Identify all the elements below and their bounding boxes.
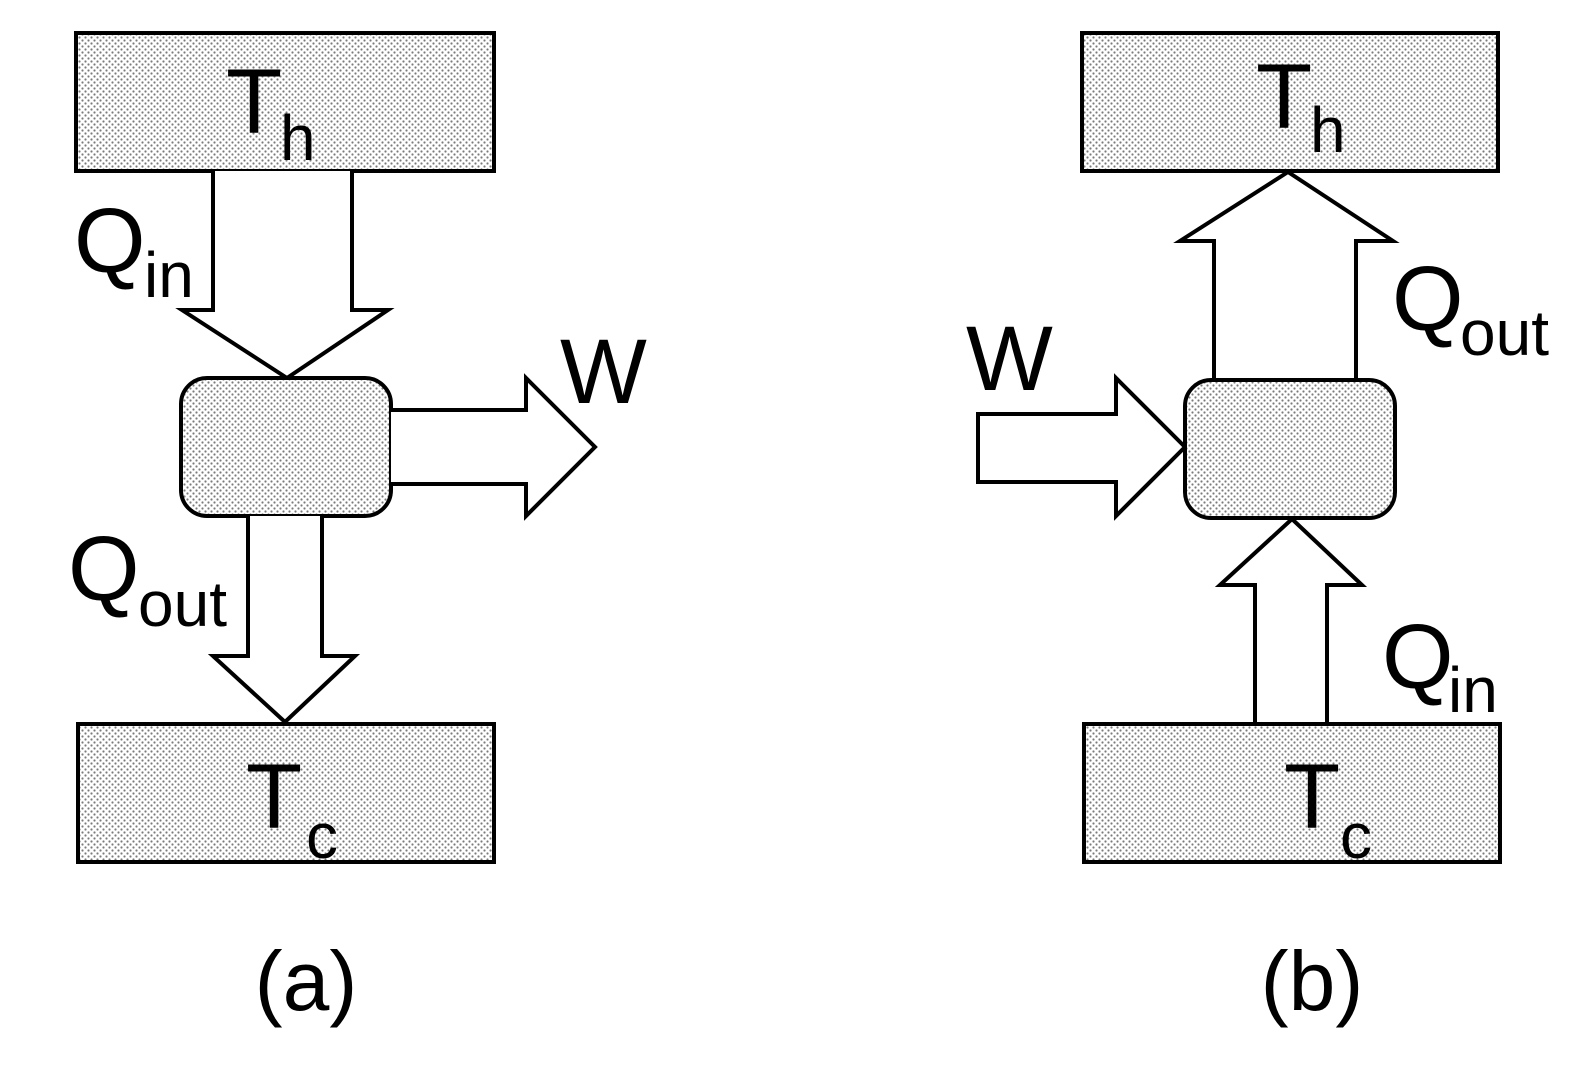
hot-reservoir-a-subscript: h [280, 102, 316, 174]
work-arrow-a [391, 373, 598, 521]
caption-b: (b) [1261, 934, 1364, 1028]
heat-in-b-subscript: in [1448, 654, 1498, 726]
heat-out-a-subscript: out [138, 568, 227, 640]
cold-reservoir-a-symbol: T [246, 746, 302, 848]
cold-reservoir-b-symbol: T [1284, 746, 1340, 848]
work-a-symbol: W [560, 321, 647, 423]
work-arrow-b [976, 373, 1188, 521]
heat-out-arrow-b [1173, 169, 1400, 380]
heat-in-a-subscript: in [144, 239, 194, 311]
hot-reservoir-a [74, 31, 496, 173]
heat-in-a-symbol: Q [74, 190, 146, 292]
heat-out-b-symbol: Q [1392, 248, 1464, 350]
cold-reservoir-b [1082, 722, 1502, 864]
heat-in-b-symbol: Q [1382, 606, 1454, 708]
engine-a [179, 376, 393, 518]
caption-a: (a) [255, 934, 358, 1028]
heat-out-arrow-a [207, 516, 361, 725]
heat-out-a-symbol: Q [68, 518, 140, 620]
diagram-b: T h Q out W Q in T c (b) [966, 31, 1549, 1028]
hot-reservoir-b [1080, 31, 1500, 173]
cold-reservoir-b-subscript: c [1340, 800, 1372, 872]
engine-b [1183, 378, 1397, 520]
heat-in-arrow-b [1214, 516, 1368, 724]
hot-reservoir-b-subscript: h [1310, 94, 1346, 166]
diagram-a: T h Q in W Q out T c (a) [68, 31, 647, 1028]
cold-reservoir-a [76, 722, 496, 864]
hot-reservoir-b-symbol: T [1256, 46, 1312, 148]
hot-reservoir-a-symbol: T [226, 51, 282, 153]
cold-reservoir-a-subscript: c [306, 800, 338, 872]
heat-out-b-subscript: out [1460, 297, 1549, 369]
work-b-symbol: W [966, 308, 1053, 410]
heat-in-arrow-a [175, 171, 395, 381]
